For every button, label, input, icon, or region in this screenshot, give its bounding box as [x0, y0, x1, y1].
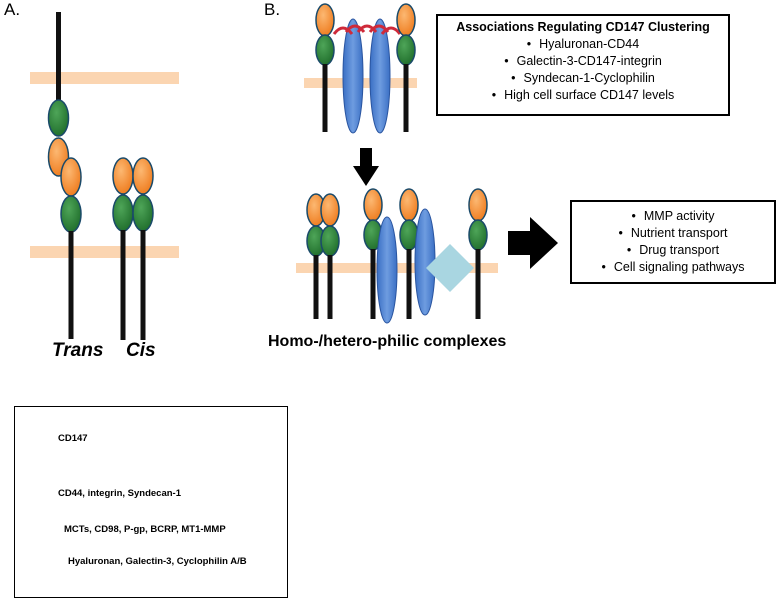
list-item: High cell surface CD147 levels — [438, 87, 728, 104]
panel-a-membrane-top — [30, 72, 179, 84]
cis-cd147-left — [112, 157, 134, 340]
blue-partner-top-left — [342, 18, 364, 134]
list-item: Cell signaling pathways — [572, 259, 774, 276]
legend-box — [14, 406, 288, 598]
top-cd147-right — [396, 3, 416, 132]
bottom-cd147-single-right — [468, 188, 488, 319]
blue-partner-top-right — [369, 18, 391, 134]
associations-title: Associations Regulating CD147 Clustering — [456, 20, 710, 34]
bottom-cd147-with-integrin — [363, 188, 398, 324]
trans-label: Trans — [52, 340, 104, 361]
bottom-cd147-pair-left — [306, 193, 340, 319]
associations-list: Hyaluronan-CD44 Galectin-3-CD147-integri… — [438, 36, 728, 104]
trans-cd147-upper — [47, 12, 70, 177]
panel-a-membrane-bottom — [30, 246, 179, 258]
panel-b-label: B. — [264, 0, 281, 19]
bottom-cd147-with-mct — [399, 188, 474, 319]
list-item: Nutrient transport — [572, 225, 774, 242]
associations-box: Associations Regulating CD147 Clustering… — [436, 14, 730, 116]
legend-label-red-arc: Hyaluronan, Galectin-3, Cyclophilin A/B — [68, 556, 247, 567]
list-item: Galectin-3-CD147-integrin — [438, 53, 728, 70]
panel-a-label: A. — [4, 0, 21, 19]
complexes-label: Homo-/hetero-philic complexes — [268, 333, 507, 350]
cis-cd147-right — [132, 157, 154, 340]
list-item: MMP activity — [572, 208, 774, 225]
cis-label: Cis — [126, 340, 156, 361]
right-arrow — [508, 217, 558, 269]
list-item: Hyaluronan-CD44 — [438, 36, 728, 53]
list-item: Drug transport — [572, 242, 774, 259]
top-cd147-left — [315, 3, 335, 132]
legend-label-cyan-diamond: MCTs, CD98, P-gp, BCRP, MT1-MMP — [64, 524, 226, 535]
legend-label-blue-ellipse: CD44, integrin, Syndecan-1 — [58, 488, 182, 499]
outcomes-box: MMP activity Nutrient transport Drug tra… — [570, 200, 776, 284]
outcomes-list: MMP activity Nutrient transport Drug tra… — [572, 208, 774, 276]
trans-cd147-lower — [60, 157, 82, 339]
down-arrow — [353, 148, 379, 186]
red-ligand-arcs — [332, 24, 402, 35]
legend-label-cd147: CD147 — [58, 433, 88, 444]
list-item: Syndecan-1-Cyclophilin — [438, 70, 728, 87]
